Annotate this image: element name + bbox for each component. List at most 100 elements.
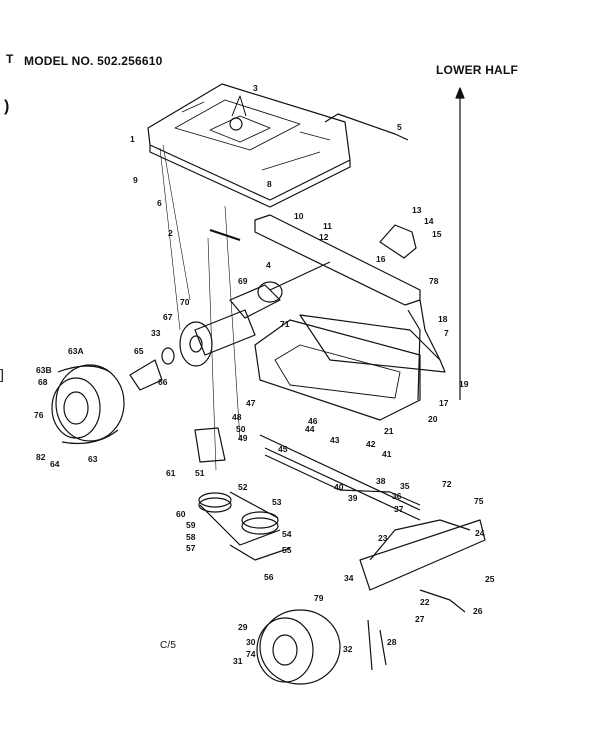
callout-labels: 1 2 3 4 5 6 7 8 9 10 11 12 13 14 15 16 1… (34, 83, 495, 666)
callout-78: 78 (429, 276, 439, 286)
callout-8: 8 (267, 179, 272, 189)
callout-53: 53 (272, 497, 282, 507)
callout-37: 37 (394, 504, 404, 514)
callout-12: 12 (319, 232, 329, 242)
upper-bracket (379, 224, 417, 259)
callout-13: 13 (412, 205, 422, 215)
callout-43: 43 (330, 435, 340, 445)
callout-50: 50 (236, 424, 246, 434)
callout-18: 18 (438, 314, 448, 324)
callout-48: 48 (232, 412, 242, 422)
callout-60: 60 (176, 509, 186, 519)
callout-63: 63 (88, 454, 98, 464)
callout-38: 38 (376, 476, 386, 486)
callout-9: 9 (133, 175, 138, 185)
callout-66: 66 (158, 377, 168, 387)
callout-57: 57 (186, 543, 196, 553)
top-plate (147, 83, 351, 208)
callout-1: 1 (130, 134, 135, 144)
front-wheel (256, 609, 341, 685)
callout-51: 51 (195, 468, 205, 478)
callout-42: 42 (366, 439, 376, 449)
callout-41: 41 (382, 449, 392, 459)
section-title: LOWER HALF (436, 63, 518, 77)
corner-note: C/5 (160, 640, 177, 651)
callout-34: 34 (344, 573, 354, 583)
callout-22: 22 (420, 597, 430, 607)
callout-49: 49 (238, 433, 248, 443)
corner-mark-top: T (6, 52, 14, 66)
callout-39: 39 (348, 493, 358, 503)
callout-54: 54 (282, 529, 292, 539)
callout-71: 71 (280, 319, 290, 329)
callout-67: 67 (163, 312, 173, 322)
callout-47: 47 (246, 398, 256, 408)
callout-46: 46 (308, 416, 318, 426)
callout-23: 23 (378, 533, 388, 543)
corner-mark-left: ] (0, 366, 4, 382)
callout-17: 17 (439, 398, 449, 408)
extension-lines (159, 144, 191, 331)
callout-16: 16 (376, 254, 386, 264)
callout-65: 65 (134, 346, 144, 356)
linkage-rods (259, 434, 421, 521)
callout-31: 31 (233, 656, 243, 666)
rear-wheel (51, 364, 125, 445)
callout-70: 70 (180, 297, 190, 307)
callout-29: 29 (238, 622, 248, 632)
callout-68: 68 (38, 377, 48, 387)
callout-20: 20 (428, 414, 438, 424)
callout-35: 35 (400, 481, 410, 491)
callout-7: 7 (444, 328, 449, 338)
callout-3: 3 (253, 83, 258, 93)
callout-15: 15 (432, 229, 442, 239)
callout-63A: 63A (68, 346, 84, 356)
callout-82: 82 (36, 452, 46, 462)
callout-36: 36 (392, 491, 402, 501)
callout-59: 59 (186, 520, 196, 530)
callout-63B: 63B (36, 365, 52, 375)
callout-4: 4 (266, 260, 271, 270)
callout-2: 2 (168, 228, 173, 238)
callout-55: 55 (282, 545, 292, 555)
model-number-title: MODEL NO. 502.256610 (24, 54, 163, 68)
lift-rod (324, 113, 409, 141)
callout-33: 33 (151, 328, 161, 338)
callout-75: 75 (474, 496, 484, 506)
drive-motor (194, 261, 331, 356)
callout-74: 74 (246, 649, 256, 659)
callout-69: 69 (238, 276, 248, 286)
callout-44: 44 (305, 424, 315, 434)
callout-40: 40 (334, 482, 344, 492)
lower-half-arrow-head (455, 87, 465, 99)
callout-64: 64 (50, 459, 60, 469)
callout-30: 30 (246, 637, 256, 647)
callout-19: 19 (459, 379, 469, 389)
callout-11: 11 (323, 221, 332, 231)
callout-56: 56 (264, 572, 274, 582)
callout-27: 27 (415, 614, 425, 624)
callout-61: 61 (166, 468, 176, 478)
callout-24: 24 (475, 528, 485, 538)
callout-79: 79 (314, 593, 324, 603)
callout-14: 14 (424, 216, 434, 226)
callout-28: 28 (387, 637, 397, 647)
corner-mark-bracket: ) (4, 98, 10, 115)
frame-rails (254, 214, 446, 421)
callout-72: 72 (442, 479, 452, 489)
callout-6: 6 (157, 198, 162, 208)
callout-76: 76 (34, 410, 44, 420)
spindle (367, 619, 387, 671)
callout-45: 45 (278, 444, 288, 454)
tie-rod (419, 589, 466, 613)
pulley (179, 321, 213, 367)
belt-pulley-set (198, 491, 291, 561)
belt-guide (194, 427, 226, 463)
callout-25: 25 (485, 574, 495, 584)
callout-32: 32 (343, 644, 353, 654)
callout-52: 52 (238, 482, 248, 492)
front-axle (359, 519, 486, 591)
callout-5: 5 (397, 122, 402, 132)
